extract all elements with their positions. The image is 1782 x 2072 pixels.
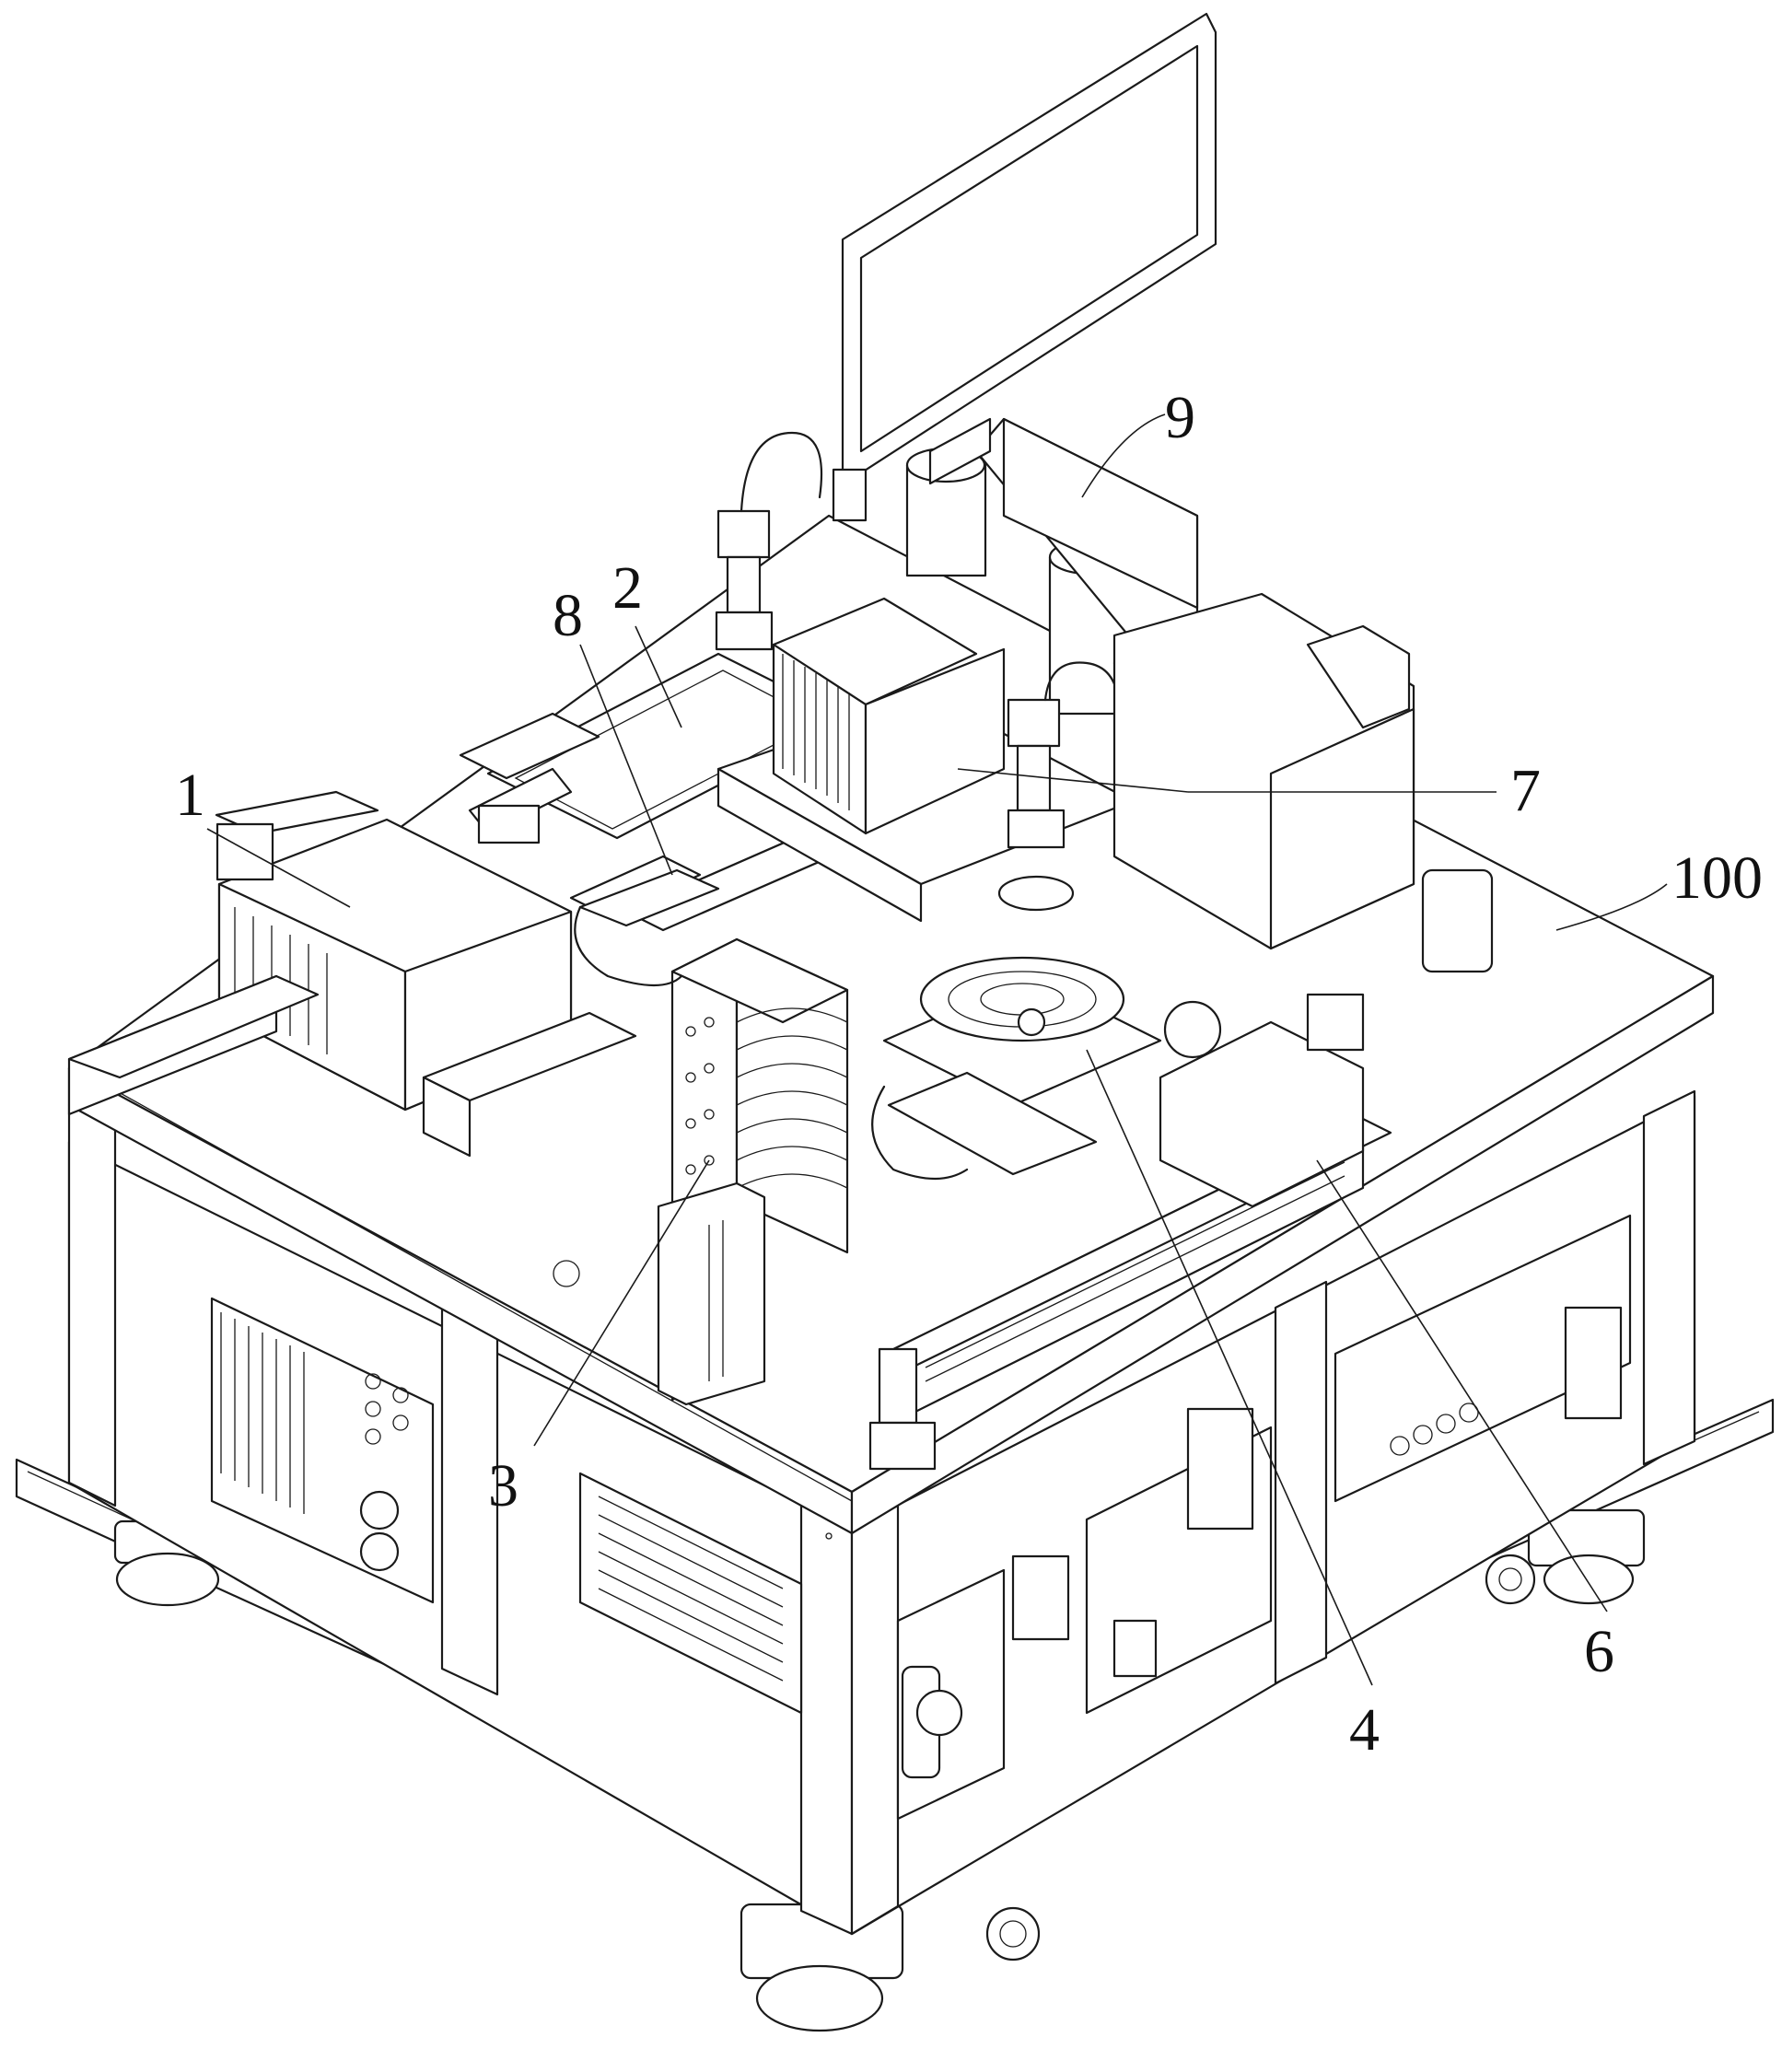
- callout-7: 7: [1510, 757, 1541, 824]
- callout-2: 2: [612, 554, 643, 622]
- callout-8: 8: [553, 582, 583, 649]
- callout-100: 100: [1671, 844, 1763, 912]
- callout-3: 3: [488, 1452, 518, 1519]
- callout-4: 4: [1349, 1696, 1380, 1764]
- callout-6: 6: [1584, 1618, 1614, 1685]
- caster-front: [741, 1904, 1039, 2031]
- callout-9: 9: [1165, 384, 1195, 451]
- callout-1: 1: [175, 762, 205, 829]
